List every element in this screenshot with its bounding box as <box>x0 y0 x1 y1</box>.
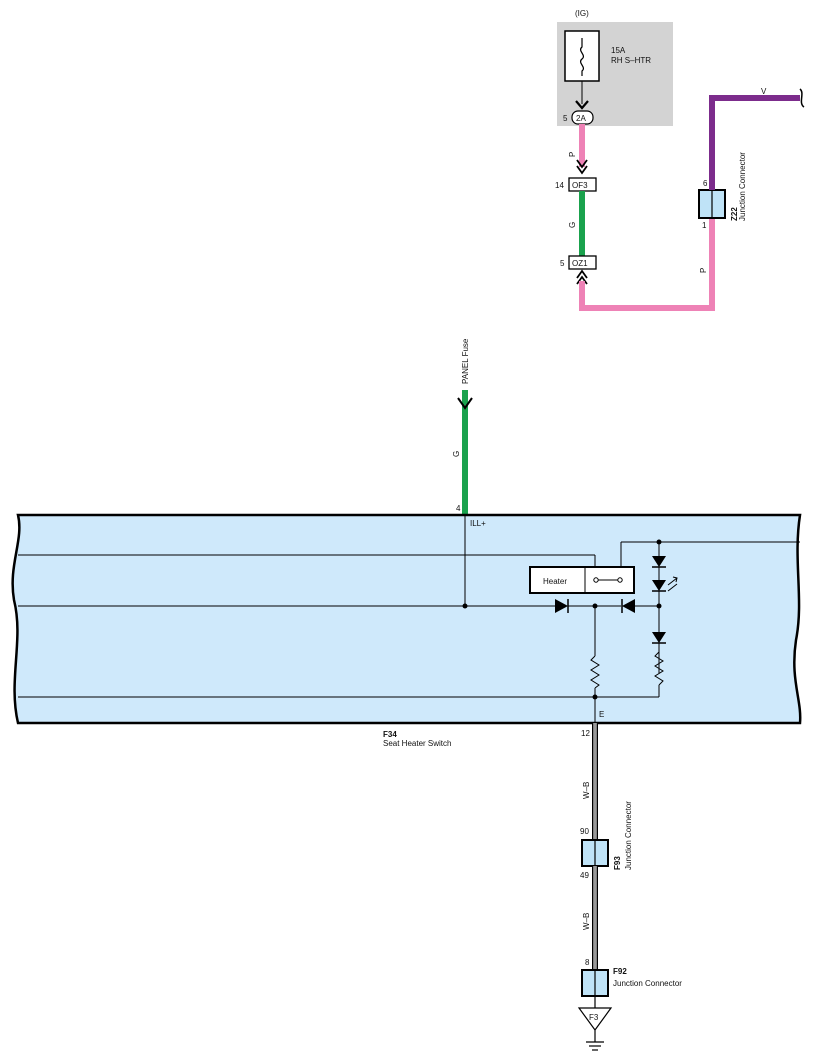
pin-oz1: 5 <box>560 259 565 268</box>
led-icon <box>652 576 678 592</box>
svg-text:2A: 2A <box>576 114 586 123</box>
fuse-rating: 15A <box>611 46 626 55</box>
ground-point <box>577 1007 613 1032</box>
f93-name: F93 <box>613 856 622 870</box>
wire-label-wb-upper: W–B <box>582 782 591 799</box>
ground-terminal-label: E <box>599 710 604 719</box>
wire-pink-loop <box>579 219 715 311</box>
resistor-icon <box>654 651 664 686</box>
switch-desc: Seat Heater Switch <box>383 739 451 748</box>
pin-f93-top: 90 <box>580 827 589 836</box>
pin-z22-bottom: 1 <box>702 221 707 230</box>
wire-label-g-panel: G <box>452 451 461 457</box>
wire-label-wb-lower: W–B <box>582 913 591 930</box>
f93-desc: Junction Connector <box>624 801 633 870</box>
z22-desc: Junction Connector <box>738 152 747 221</box>
fuse-element <box>579 38 585 76</box>
pin-of3: 14 <box>555 181 564 190</box>
panel-fuse-label: PANEL Fuse <box>461 338 470 384</box>
z22-name: Z22 <box>730 207 739 221</box>
wire-break-icon <box>799 88 805 108</box>
chevron-down-icon <box>576 159 588 175</box>
wire-violet <box>709 95 800 190</box>
pin-f93-bottom: 49 <box>580 871 589 880</box>
pin-ill: 4 <box>456 504 461 513</box>
diode-icon <box>621 599 635 613</box>
ground-icon <box>586 1030 604 1051</box>
wire-label-g-mid: G <box>568 222 577 228</box>
connector-oz1 <box>568 255 597 270</box>
switch-body <box>11 513 802 725</box>
pin-f92: 8 <box>585 958 590 967</box>
pin-z22-top: 6 <box>703 179 708 188</box>
wire-label-p-right: P <box>699 268 708 273</box>
heater-label: Heater <box>543 577 567 586</box>
wire-label-p-top: P <box>568 152 577 157</box>
chevron-down-icon <box>457 397 473 410</box>
chevron-up-icon <box>576 269 588 285</box>
pin-ground: 12 <box>581 729 590 738</box>
switch-contact-icon <box>593 577 623 583</box>
switch-name: F34 <box>383 730 397 739</box>
wire-label-v: V <box>761 87 767 96</box>
svg-text:OZ1: OZ1 <box>572 259 588 268</box>
resistor-icon <box>590 655 600 689</box>
ig-source-label: (IG) <box>575 9 589 18</box>
f92-name: F92 <box>613 967 627 976</box>
ill-label: ILL+ <box>470 519 486 528</box>
f92-desc: Junction Connector <box>613 979 682 988</box>
led-icon <box>652 556 666 568</box>
svg-text:OF3: OF3 <box>572 181 588 190</box>
heater-relay <box>529 566 635 594</box>
ground-point-label: F3 <box>589 1013 599 1022</box>
pin-2a: 5 <box>563 114 568 123</box>
fuse-name: RH S–HTR <box>611 56 651 65</box>
chevron-down-icon <box>575 100 589 110</box>
diode-icon <box>652 632 666 644</box>
